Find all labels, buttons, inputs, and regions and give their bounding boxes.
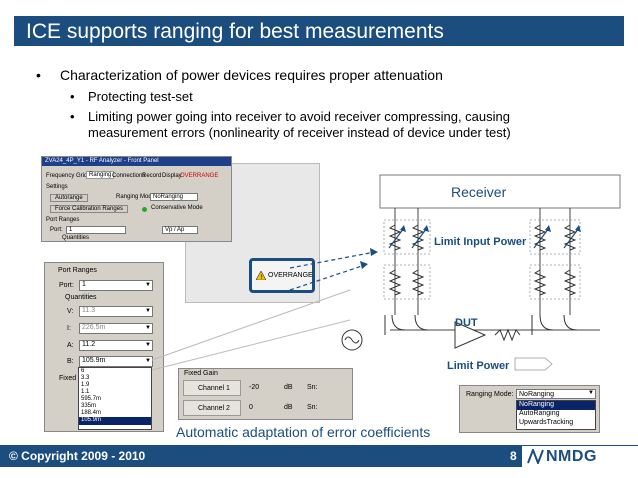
b-label: B:	[67, 358, 74, 365]
chevron-down-icon[interactable]: ▼	[588, 390, 594, 396]
dropdown-option[interactable]: 1.9	[81, 382, 90, 388]
port-select[interactable]: 1	[66, 226, 126, 234]
vp-select[interactable]: Vp / Ap	[162, 226, 198, 234]
ranging-mode-options: NoRanging AutoRanging UpwardsTracking	[516, 400, 596, 430]
a-range-select[interactable]: 11.2	[79, 340, 153, 351]
channel-2-sn: Sn:	[307, 404, 318, 411]
tab-record[interactable]: Record	[142, 173, 162, 179]
quantities-label: Quantities	[62, 235, 90, 241]
page-number: 8	[510, 449, 517, 463]
fixed-gain-title: Fixed Gain	[184, 370, 218, 377]
chevron-down-icon[interactable]: ▼	[145, 282, 151, 288]
port-label: Port:	[59, 282, 74, 289]
port-ranges-label: Port Ranges	[46, 217, 80, 223]
copyright: © Copyright 2009 - 2010	[9, 449, 146, 463]
limit-power-label: Limit Power	[447, 360, 510, 372]
ranging-mode-panel: Ranging Mode: NoRanging ▼ NoRanging Auto…	[459, 385, 600, 433]
logo: NMDG	[546, 448, 597, 465]
overrange-popup: ! OVERRANGE	[249, 258, 315, 293]
i-label: I:	[67, 325, 71, 332]
svg-text:!: !	[260, 274, 262, 280]
overrange-text: OVERRANGE	[268, 272, 313, 279]
fixed-gain-panel: Fixed Gain Channel 1 -20 dB Sn: Channel …	[178, 368, 353, 420]
title-bar	[14, 16, 624, 46]
bullet-marker: •	[70, 109, 75, 124]
ranging-mode-label: Ranging Mode:	[116, 194, 157, 200]
settings-label: Settings	[46, 184, 68, 190]
channel-2-value: 0	[249, 404, 253, 411]
channel-1-button[interactable]: Channel 1	[183, 380, 241, 396]
chevron-down-icon[interactable]: ▼	[145, 325, 151, 331]
window-title: ZVA24_4P_Y1 - RF Analyzer - Front Panel	[45, 158, 159, 164]
chevron-down-icon[interactable]: ▼	[145, 308, 151, 314]
quantities-label: Quantities	[65, 294, 97, 301]
receiver-label: Receiver	[451, 184, 507, 200]
caption: Automatic adaptation of error coefficien…	[176, 424, 431, 440]
tab-display[interactable]: Display	[162, 173, 182, 179]
port-label: Port:	[50, 227, 63, 233]
warning-icon: !	[256, 271, 266, 280]
port-ranges-group-label: Port Ranges	[58, 267, 97, 274]
bullet-3-line-2: measurement errors (nonlinearity of rece…	[88, 125, 511, 140]
a-label: A:	[67, 342, 74, 349]
channel-2-unit: dB	[284, 404, 293, 411]
overrange-badge: OVERRANGE	[180, 173, 219, 179]
dropdown-option[interactable]: 595.7m	[81, 396, 102, 402]
b-range-dropdown-list: 6 3.3 1.9 1.1 595.7m 335m 188.4m 105.9m	[78, 367, 152, 430]
rf-analyzer-panel: ZVA24_4P_Y1 - RF Analyzer - Front Panel …	[41, 156, 232, 242]
bullet-1: Characterization of power devices requir…	[60, 67, 443, 83]
receiver-diagram	[289, 174, 621, 371]
channel-1-value: -20	[249, 384, 260, 391]
i-range-select[interactable]: 226.5m	[79, 323, 153, 334]
ranging-mode-label: Ranging Mode:	[466, 391, 514, 398]
chevron-down-icon[interactable]: ▼	[145, 342, 151, 348]
dropdown-option[interactable]: 3.3	[81, 375, 90, 381]
v-label: V:	[67, 308, 74, 315]
status-led-icon	[142, 207, 147, 212]
bullet-marker: •	[36, 67, 41, 83]
tab-connections[interactable]: Connections	[112, 173, 146, 179]
logo-background	[522, 446, 638, 467]
tab-frequency-grid[interactable]: Frequency Grid	[46, 173, 88, 179]
port-select[interactable]: 1	[79, 280, 153, 291]
nmdg-logo-icon	[527, 449, 544, 464]
force-calibration-button[interactable]: Force Calibration Ranges	[50, 205, 129, 213]
tab-ranging[interactable]: Ranging	[86, 171, 115, 179]
footer-bar	[0, 445, 638, 467]
dropdown-option-selected[interactable]: 105.9m	[79, 417, 151, 425]
ranging-option[interactable]: AutoRanging	[519, 410, 560, 417]
dropdown-option[interactable]: 6	[81, 368, 85, 374]
slide-title: ICE supports ranging for best measuremen…	[26, 20, 444, 43]
channel-1-sn: Sn:	[307, 384, 318, 391]
conservative-mode-label: Conservative Mode	[151, 205, 203, 211]
dropdown-option[interactable]: 188.4m	[81, 410, 102, 416]
b-range-select[interactable]: 105.9m	[79, 356, 153, 367]
dropdown-option[interactable]: 1.1	[81, 389, 90, 395]
channel-1-unit: dB	[284, 384, 293, 391]
bullet-2: Protecting test-set	[88, 89, 193, 104]
ranging-mode-select[interactable]: NoRanging	[516, 389, 596, 399]
autorange-button[interactable]: Autorange	[50, 194, 88, 202]
bullet-marker: •	[70, 89, 75, 104]
ranging-mode-select[interactable]: NoRanging	[150, 193, 198, 201]
window-title-bar	[42, 157, 231, 166]
bullet-3-line-1: Limiting power going into receiver to av…	[88, 109, 510, 124]
ranging-option-selected[interactable]: NoRanging	[517, 401, 595, 410]
dut-label: DUT	[455, 317, 478, 329]
dropdown-option[interactable]: 335m	[81, 403, 97, 409]
v-range-select[interactable]: 11.3	[79, 306, 153, 317]
connector-lines	[151, 289, 351, 371]
channel-2-button[interactable]: Channel 2	[183, 400, 241, 416]
ranging-option[interactable]: UpwardsTracking	[519, 419, 574, 426]
limit-input-power-label: Limit Input Power	[434, 236, 527, 248]
chevron-down-icon[interactable]: ▼	[145, 358, 151, 364]
fixed-label: Fixed	[59, 375, 77, 382]
